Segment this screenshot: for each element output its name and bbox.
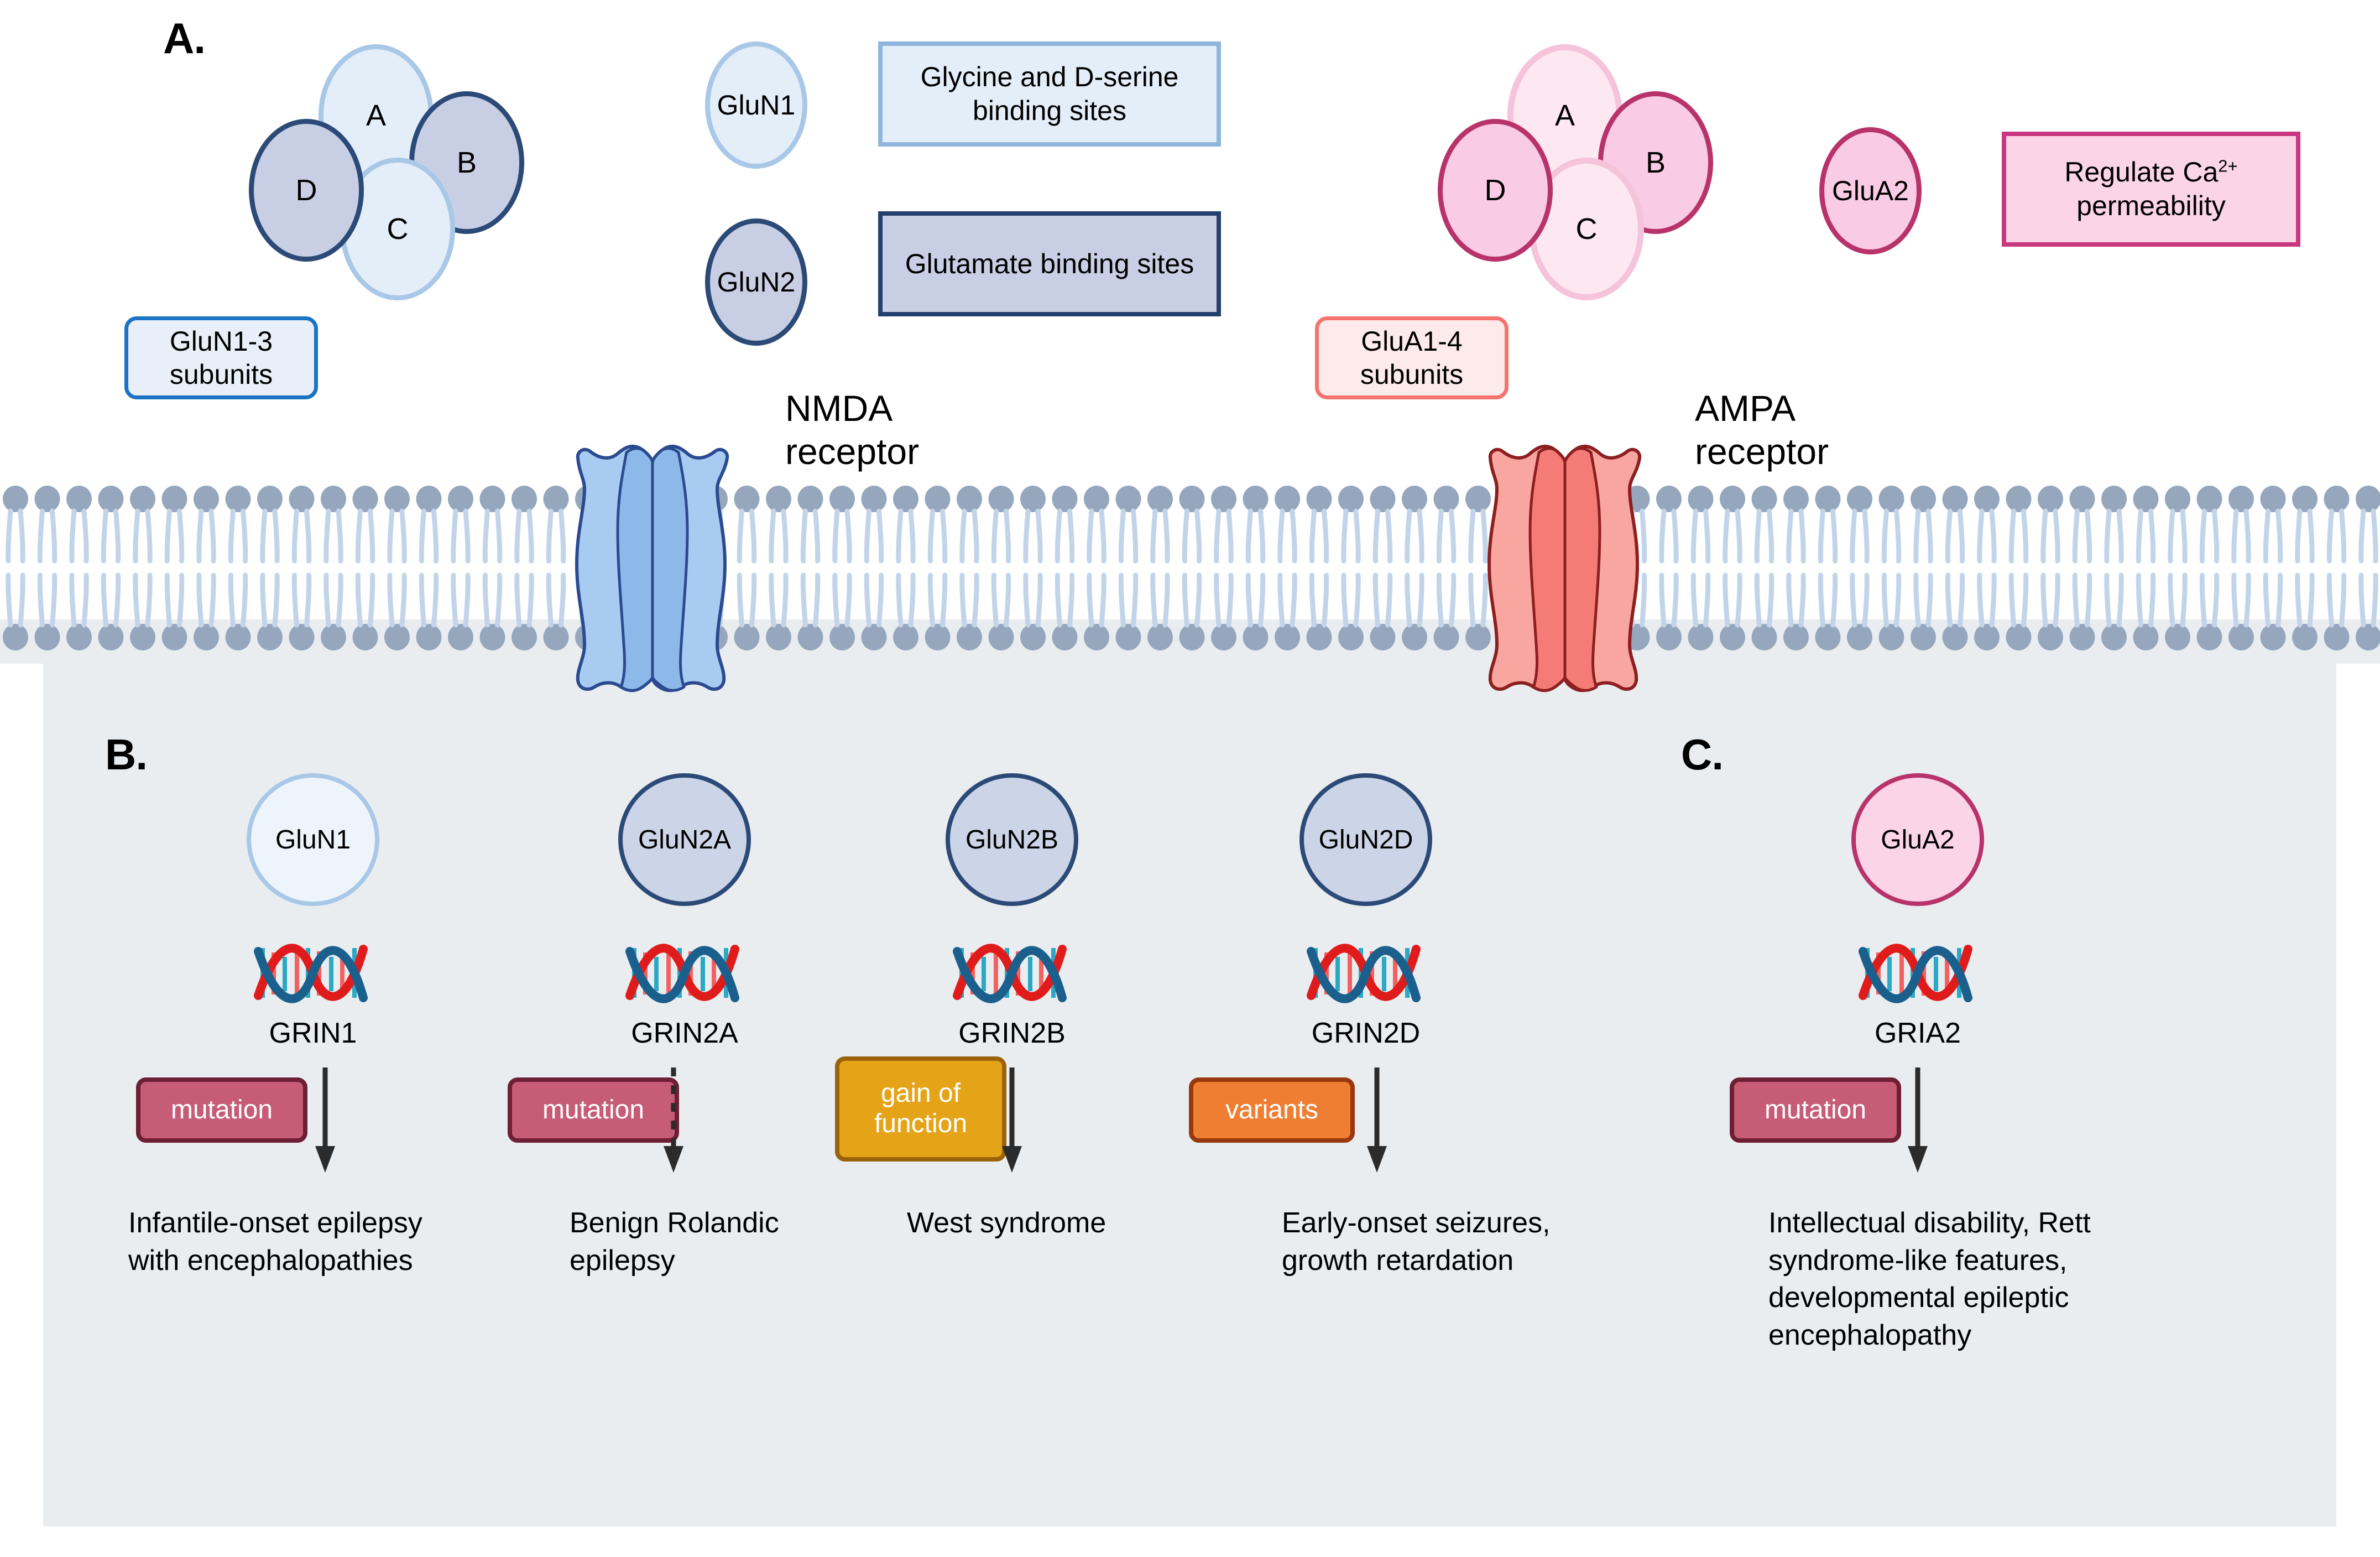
arrow-down-icon bbox=[995, 1067, 1029, 1173]
badge-label: gain of function bbox=[874, 1079, 968, 1138]
receptor-label-text: AMPA receptor bbox=[1695, 388, 1829, 472]
outcome-text: Benign Rolandic epilepsy bbox=[570, 1207, 779, 1277]
subunit-label: A bbox=[366, 99, 387, 132]
dna-helix-icon bbox=[1854, 940, 1981, 1007]
subunit-circle-label: GluN1 bbox=[275, 825, 351, 855]
legend-ellipse-label: GluN1 bbox=[717, 90, 796, 121]
subunit-label: B bbox=[1645, 146, 1666, 179]
subunit-label: A bbox=[1554, 99, 1575, 132]
legend-ellipse-glua2: GluA2 bbox=[1819, 127, 1922, 254]
dna-helix-icon bbox=[249, 940, 377, 1007]
badge-label: variants bbox=[1225, 1095, 1319, 1124]
nmda-receptor-label: NMDA receptor bbox=[785, 387, 1017, 473]
subunit-circle-label: GluA2 bbox=[1881, 825, 1955, 855]
tag-glun1-3-subunits: GluN1-3 subunits bbox=[124, 316, 318, 399]
subunit-ellipse-b: B bbox=[409, 91, 524, 234]
subunit-circle-label: GluN2B bbox=[965, 825, 1059, 855]
badge-mutation: mutation bbox=[508, 1077, 679, 1143]
gene-label-grin2b: GRIN2B bbox=[958, 1017, 1066, 1049]
gene-label-grin1: GRIN1 bbox=[269, 1017, 357, 1049]
subunit-circle-glun2b: GluN2B bbox=[946, 773, 1078, 906]
subunit-label: D bbox=[1484, 174, 1506, 207]
subunit-label: D bbox=[295, 174, 317, 207]
badge-mutation: mutation bbox=[136, 1077, 307, 1143]
outcome-text: Infantile-onset epilepsy with encephalop… bbox=[128, 1207, 422, 1277]
subunit-circle-label: GluN2A bbox=[638, 825, 732, 855]
legend-box-glycine-dserine: Glycine and D-serine binding sites bbox=[878, 41, 1221, 147]
nmda-subunit-cluster: A B C D bbox=[238, 33, 581, 300]
outcome-text: Intellectual disability, Rett syndrome-l… bbox=[1768, 1207, 2091, 1351]
superscript-charge: 2+ bbox=[2218, 156, 2238, 176]
dna-helix-icon bbox=[1302, 940, 1429, 1007]
arrow-down-icon bbox=[1901, 1067, 1934, 1173]
subunit-label: B bbox=[456, 146, 477, 179]
panel-c-letter: C. bbox=[1681, 730, 1724, 779]
arrow-down-icon bbox=[1360, 1067, 1393, 1173]
legend-box-regulate-ca: Regulate Ca2+ permeability bbox=[2002, 132, 2300, 247]
legend-box-text: Glutamate binding sites bbox=[905, 248, 1194, 279]
badge-mutation: mutation bbox=[1730, 1077, 1901, 1143]
ampa-receptor-channel bbox=[1488, 444, 1642, 692]
ampa-subunit-cluster: A B C D bbox=[1427, 33, 1770, 300]
tag-label: GluA1-4 subunits bbox=[1360, 326, 1464, 390]
panel-a-letter: A. bbox=[163, 14, 206, 63]
badge-label: mutation bbox=[1764, 1095, 1867, 1124]
badge-gain-of-function: gain of function bbox=[835, 1056, 1006, 1162]
receptor-label-text: NMDA receptor bbox=[785, 388, 920, 472]
gene-label-grin2d: GRIN2D bbox=[1311, 1017, 1421, 1049]
legend-box-text: Glycine and D-serine binding sites bbox=[920, 61, 1179, 126]
arrow-down-icon bbox=[309, 1067, 342, 1173]
outcome-text: West syndrome bbox=[907, 1207, 1107, 1239]
badge-label: mutation bbox=[170, 1095, 273, 1124]
nmda-receptor-channel bbox=[575, 444, 729, 692]
dashed-arrow-down-icon bbox=[657, 1067, 690, 1173]
gene-label-grin2a: GRIN2A bbox=[631, 1017, 738, 1049]
subunit-ellipse-d: D bbox=[249, 119, 364, 262]
subunit-label: C bbox=[387, 212, 409, 246]
legend-box-glutamate: Glutamate binding sites bbox=[878, 211, 1221, 316]
legend-ellipse-glun1: GluN1 bbox=[705, 41, 807, 169]
tag-glua1-4-subunits: GluA1-4 subunits bbox=[1315, 316, 1509, 399]
legend-box-text-line2: permeability bbox=[2076, 190, 2226, 221]
legend-ellipse-label: GluN2 bbox=[717, 267, 796, 298]
subunit-circle-glun2d: GluN2D bbox=[1299, 773, 1432, 906]
subunit-circle-label: GluN2D bbox=[1318, 825, 1413, 855]
panel-b-letter: B. bbox=[105, 730, 148, 779]
subunit-circle-glua2: GluA2 bbox=[1851, 773, 1984, 906]
legend-ellipse-glun2: GluN2 bbox=[705, 218, 807, 346]
subunit-circle-glun1: GluN1 bbox=[247, 773, 379, 906]
subunit-label: C bbox=[1575, 212, 1598, 246]
subunit-circle-glun2a: GluN2A bbox=[618, 773, 751, 906]
ampa-receptor-label: AMPA receptor bbox=[1695, 387, 1927, 473]
dna-helix-icon bbox=[948, 940, 1076, 1007]
badge-variants: variants bbox=[1189, 1077, 1355, 1143]
outcome-text: Early-onset seizures, growth retardation bbox=[1282, 1207, 1551, 1277]
legend-box-text-line1: Regulate Ca bbox=[2064, 157, 2219, 188]
badge-label: mutation bbox=[542, 1095, 645, 1124]
tag-label: GluN1-3 subunits bbox=[169, 326, 273, 390]
legend-ellipse-label: GluA2 bbox=[1832, 175, 1909, 206]
gene-label-gria2: GRIA2 bbox=[1874, 1017, 1961, 1049]
subunit-ellipse-d: D bbox=[1438, 119, 1553, 262]
dna-helix-icon bbox=[621, 940, 748, 1007]
